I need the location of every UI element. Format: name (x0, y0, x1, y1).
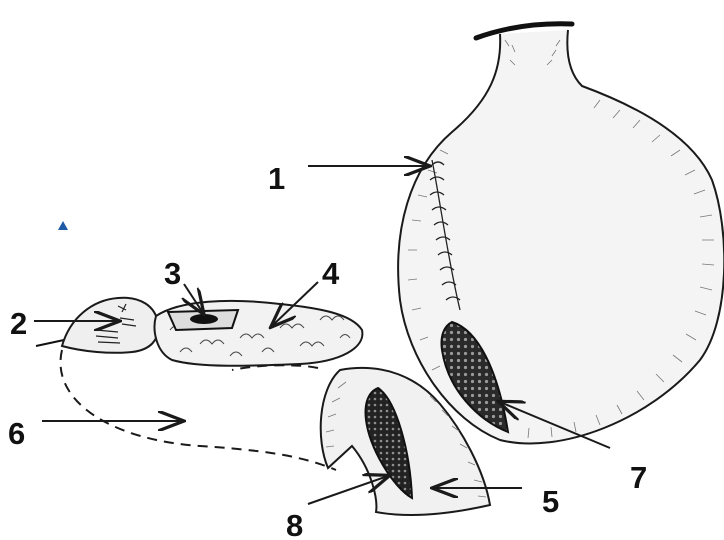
label-4: 4 (322, 258, 339, 289)
stomach (398, 24, 724, 444)
label-7: 7 (630, 462, 647, 493)
label-2: 2 (10, 308, 27, 339)
label-5: 5 (542, 486, 559, 517)
dashed-route (60, 350, 336, 470)
label-3: 3 (164, 258, 181, 289)
label-6: 6 (8, 418, 25, 449)
label-8: 8 (286, 510, 303, 540)
triangle-marker-icon (58, 221, 68, 230)
label-1: 1 (268, 163, 285, 194)
